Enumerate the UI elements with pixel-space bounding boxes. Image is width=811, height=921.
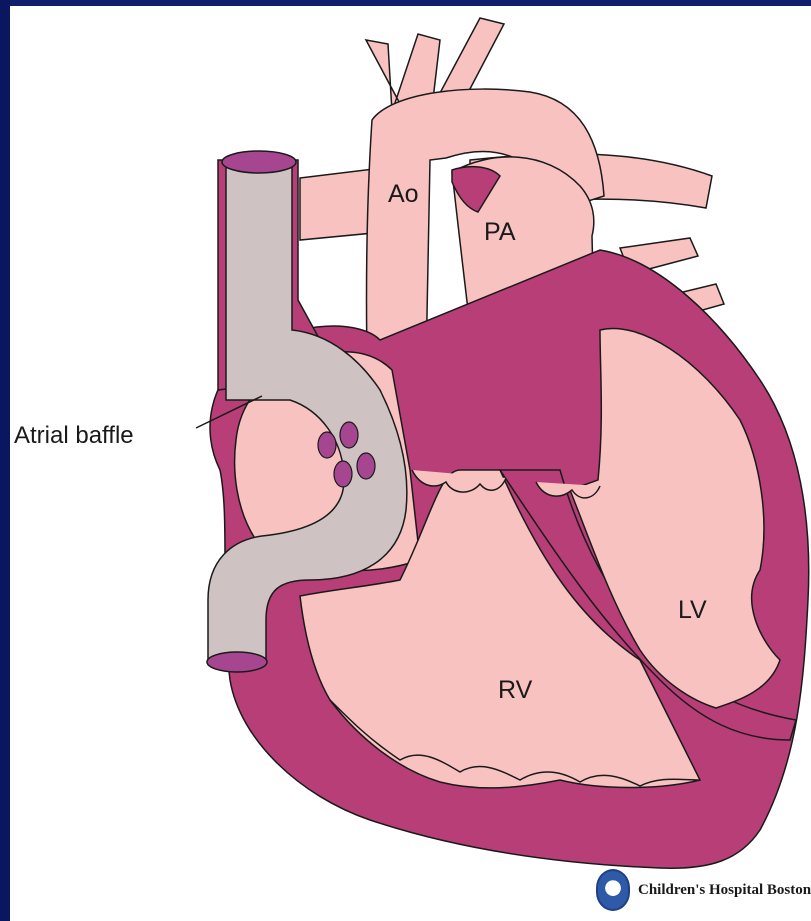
label-ao: Ao <box>388 180 419 208</box>
slide-left-bar <box>0 0 10 921</box>
pulmonary-vein-opening-1 <box>318 432 336 458</box>
label-rv: RV <box>498 676 533 704</box>
label-pa: PA <box>484 218 516 246</box>
logo-text: Children's Hospital Boston <box>638 882 811 899</box>
label-atrial-baffle: Atrial baffle <box>14 422 134 450</box>
svc-opening <box>222 151 296 173</box>
pulmonary-vein-opening-2 <box>340 422 358 448</box>
hospital-seal-icon <box>596 869 630 911</box>
ivc-opening <box>207 652 267 672</box>
childrens-hospital-logo: Children's Hospital Boston <box>596 868 811 912</box>
pulmonary-vein-opening-4 <box>357 453 375 479</box>
pulmonary-vein-opening-3 <box>334 461 352 487</box>
label-lv: LV <box>678 596 707 624</box>
heart-diagram: Ao PA LV RV <box>10 6 811 921</box>
